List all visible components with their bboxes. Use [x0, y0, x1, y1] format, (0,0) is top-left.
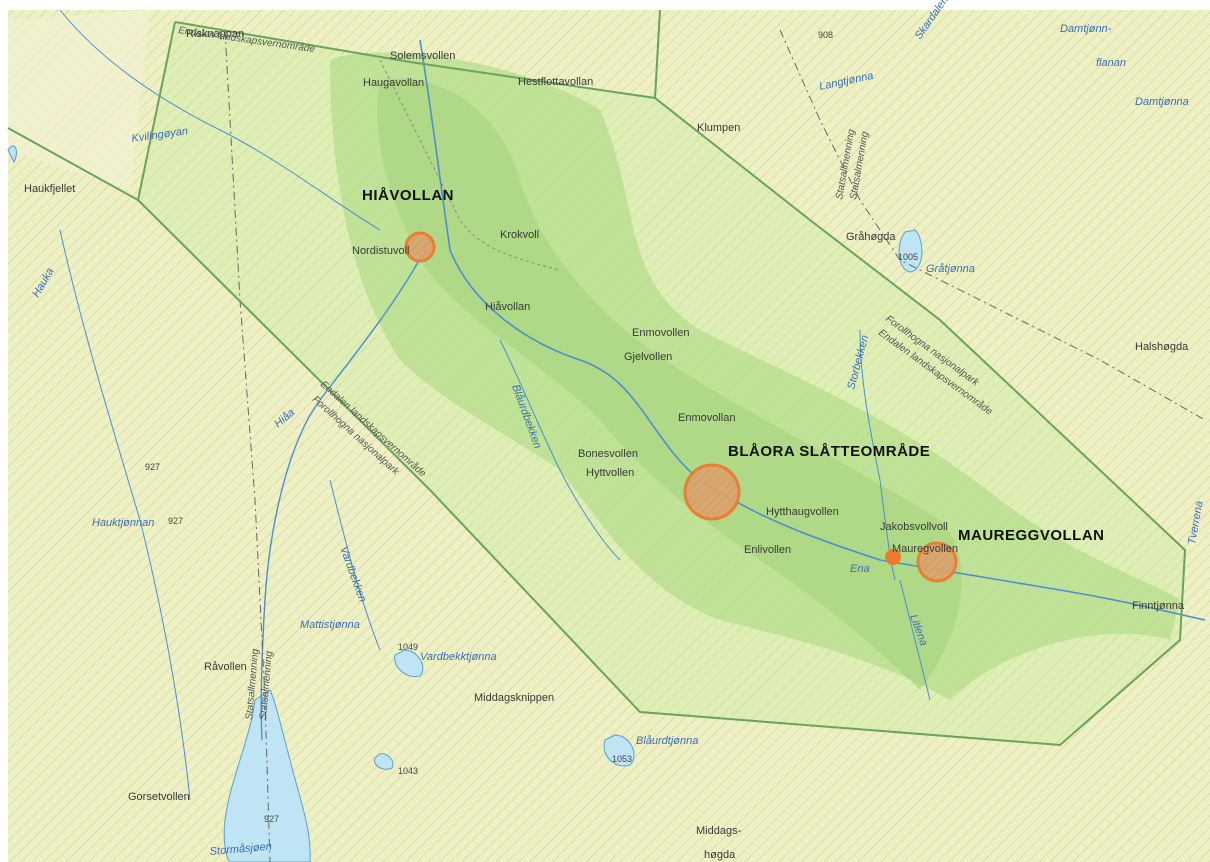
elev-1005: 1005 — [898, 252, 918, 262]
place-halshogda: Halshøgda — [1135, 341, 1189, 353]
marker-point[interactable] — [885, 549, 901, 565]
place-damtjonn: Damtjønn- — [1060, 23, 1112, 35]
elev-927b: 927 — [168, 516, 183, 526]
lake-blaurdtjonna — [603, 734, 635, 767]
lake-gratjonna — [898, 229, 923, 273]
water-vardbekktjonna: Vardbekktjønna — [420, 651, 497, 663]
water-stormasjoen: Stormåsjøen — [209, 841, 272, 858]
place-jakobsvollvoll: Jakobsvollvoll — [880, 521, 948, 533]
lake-small-1043 — [374, 753, 394, 770]
place-middags: Middags- — [696, 825, 742, 837]
elev-927c: 927 — [264, 814, 279, 824]
river-hauka — [59, 229, 191, 801]
place-solemsvollen: Solemsvollen — [390, 50, 455, 62]
elev-927a: 927 — [145, 462, 160, 472]
valley-green — [330, 52, 1180, 700]
place-gorsetvollen: Gorsetvollen — [128, 791, 190, 803]
water-gratjonna: Gråtjønna — [926, 263, 975, 275]
place-hestflottavollan: Hestflottavollan — [518, 76, 593, 88]
place-nordistuvoll: Nordistuvoll — [352, 245, 409, 257]
place-klumpen: Klumpen — [697, 122, 740, 134]
place-bonesvollen: Bonesvollen — [578, 448, 638, 460]
place-enlivollen: Enlivollen — [744, 544, 791, 556]
river-hiaa — [260, 239, 431, 741]
water-blaurdtjonna: Blåurdtjønna — [636, 735, 698, 747]
river-blaurdbekken — [499, 339, 621, 561]
water-mattistjonna: Mattistjønna — [300, 619, 360, 631]
river-litlena — [899, 579, 931, 701]
place-enmovollen: Enmovollen — [632, 327, 689, 339]
place-hogda: høgda — [704, 849, 736, 861]
lake-vardbekktjonna — [394, 649, 424, 678]
place-haukfjellet: Haukfjellet — [24, 183, 75, 195]
marker-maureggvollan-hatch — [920, 545, 954, 579]
place-middagsknippen: Middagsknippen — [474, 692, 554, 704]
boundary-north-line — [654, 9, 661, 99]
water-ena: Ena — [850, 563, 870, 575]
west-pale-area — [8, 10, 150, 190]
place-maureggvollen: Mauregvollen — [892, 543, 958, 555]
place-haugavollan: Haugavollan — [363, 77, 424, 89]
marker-blaora-hatch — [687, 467, 737, 517]
place-ravollen: Råvollen — [204, 661, 247, 673]
place-hiavollan: Hiåvollan — [485, 301, 530, 313]
marker-hiavollan-hatch — [408, 235, 432, 259]
elev-1043: 1043 — [398, 766, 418, 776]
area-label-blaora: BLÅORA SLÅTTEOMRÅDE — [728, 443, 930, 460]
municipal-border-west — [224, 29, 271, 862]
elev-1049: 1049 — [398, 642, 418, 652]
river-north — [59, 9, 381, 231]
place-hyttvollen: Hyttvollen — [586, 467, 634, 479]
place-krokvoll: Krokvoll — [500, 229, 539, 241]
elev-1053: 1053 — [612, 754, 632, 764]
place-risknappan: Risknappan — [186, 28, 244, 40]
place-grahogda: Gråhøgda — [846, 231, 896, 243]
water-hauktjonnan: Hauktjønnan — [92, 517, 154, 529]
lake-stormasjoen — [223, 689, 311, 862]
area-label-hiavollan: HIÅVOLLAN — [362, 187, 454, 204]
river-vardbekken — [329, 479, 381, 651]
place-hytthaugvollen: Hytthaugvollen — [766, 506, 839, 518]
water-damtjonna: Damtjønna — [1135, 96, 1189, 108]
place-flanan: flanan — [1096, 57, 1126, 69]
place-enmovollan: Enmovollan — [678, 412, 735, 424]
elev-908: 908 — [818, 30, 833, 40]
boundary-protected-area — [136, 21, 1187, 747]
lake-kvilingoyan — [7, 145, 17, 164]
boundary-west-line — [7, 127, 139, 201]
place-finntjonna: Finntjønna — [1132, 600, 1185, 612]
place-gjelvollen: Gjelvollen — [624, 351, 672, 363]
area-label-maureggvollan: MAUREGGVOLLAN — [958, 527, 1105, 544]
